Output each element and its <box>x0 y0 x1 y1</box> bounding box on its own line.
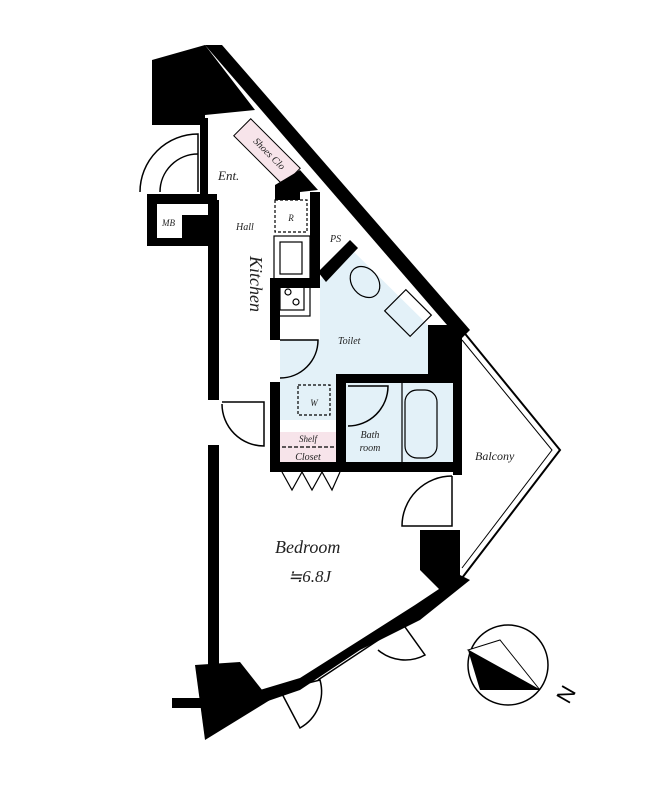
label-bedroom-size: ≒6.8J <box>288 567 333 586</box>
label-refrigerator: R <box>287 213 294 223</box>
washbasin-icon <box>383 288 433 338</box>
doors <box>139 133 453 730</box>
label-balcony: Balcony <box>475 449 515 463</box>
washer-space <box>297 384 331 416</box>
toilet-icon <box>349 265 381 299</box>
label-toilet: Toilet <box>338 336 361 347</box>
bathtub-icon <box>404 389 438 459</box>
walls <box>147 45 470 740</box>
label-bathroom: room <box>360 443 381 454</box>
balcony-railing <box>461 329 562 579</box>
closet-area <box>280 432 336 464</box>
label-north: N <box>551 681 581 707</box>
sink-icon <box>279 241 303 275</box>
compass-icon <box>466 624 549 706</box>
label-kitchen: Kitchen <box>246 255 266 312</box>
label-meter-box: MB <box>161 218 175 228</box>
label-entrance: Ent. <box>217 168 239 183</box>
label-bedroom: Bedroom <box>275 537 340 557</box>
label-pipe-space: PS <box>329 234 341 245</box>
stove-icon <box>279 281 305 311</box>
label-washer: W <box>310 398 319 408</box>
fridge-space <box>274 199 308 233</box>
fixtures <box>273 199 438 492</box>
label-bath: Bath <box>361 430 380 441</box>
label-shelf: Shelf <box>299 434 318 444</box>
label-closet: Closet <box>295 452 321 463</box>
label-hall: Hall <box>235 222 254 233</box>
